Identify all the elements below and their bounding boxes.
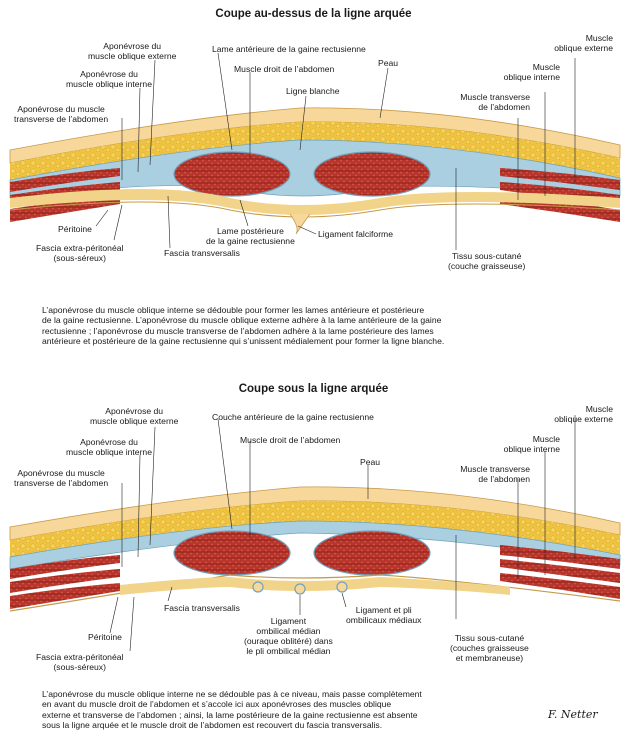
right-oblique-external-muscle [500,168,620,190]
top-label-fascia-transversalis: Fascia transversalis [164,248,240,258]
left-rectus-muscle [173,151,291,197]
right-oblique-internal-muscle [500,559,620,583]
left-transverse-muscle [10,583,120,609]
extraperitoneal-fat [10,189,620,215]
top-label-apo-oblique-interne: Aponévrose du muscle oblique interne [66,69,152,89]
top-label-ligament-falciforme: Ligament falciforme [318,229,393,239]
top-label-muscle-oblique-externe: Muscle oblique externe [554,33,613,53]
bottom-label-muscle-oblique-externe: Muscle oblique externe [554,404,613,424]
bottom-label-fascia-transversalis: Fascia transversalis [164,603,240,613]
left-rectus-muscle [173,530,291,576]
top-caption: L’aponévrose du muscle oblique interne s… [42,305,445,346]
bottom-panel-title: Coupe sous la ligne arquée [238,383,389,395]
bottom-label-tissu-sous-cutane: Tissu sous-cutané (couches graisseuse et… [450,633,529,663]
bottom-label-apo-oblique-interne: Aponévrose du muscle oblique interne [66,437,152,457]
top-cross-section [9,52,621,250]
top-panel-title: Coupe au-dessus de la ligne arquée [215,8,412,20]
top-label-apo-oblique-externe: Aponévrose du muscle oblique externe [88,41,177,61]
top-label-tissu-sous-cutane: Tissu sous-cutané (couche graisseuse) [448,251,526,271]
bottom-label-muscle-oblique-interne: Muscle oblique interne [503,434,560,454]
bottom-label-ligament-pli-ombilicaux: Ligament et pli ombilicaux médiaux [346,605,422,625]
medial-umbilical-ligament-left [252,581,264,593]
medial-umbilical-ligament-right [336,581,348,593]
bottom-label-fascia-extra-peritoneal: Fascia extra-péritonéal (sous-séreux) [36,652,124,672]
right-transverse-muscle [500,573,620,599]
left-oblique-external-muscle [10,168,120,192]
subcutaneous-fat [10,500,620,557]
median-umbilical-ligament [294,583,306,595]
left-oblique-internal-muscle [10,569,120,593]
top-label-lame-anterieure: Lame antérieure de la gaine rectusienne [212,44,366,54]
bottom-label-ligament-ombilical-median: Ligament ombilical médian (ouraque oblit… [244,616,333,656]
left-oblique-external-muscle [10,555,120,579]
bottom-label-muscle-transverse: Muscle transverse de l’abdomen [460,464,530,484]
subcutaneous-fat [10,121,620,180]
top-label-peau: Peau [378,58,399,68]
top-label-lame-posterieure: Lame postérieure de la gaine rectusienne [206,226,295,246]
right-oblique-external-muscle [500,545,620,569]
top-label-ligne-blanche: Ligne blanche [286,86,340,96]
bottom-label-apo-oblique-externe: Aponévrose du muscle oblique externe [90,406,179,426]
bottom-label-muscle-droit: Muscle droit de l’abdomen [240,435,341,445]
top-label-peritoine: Péritoine [58,224,92,234]
right-rectus-muscle [313,151,431,197]
falciform-ligament [289,213,311,235]
top-label-apo-transverse: Aponévrose du muscle transverse de l’abd… [14,104,109,124]
bottom-label-couche-anterieure: Couche antérieure de la gaine rectusienn… [212,412,374,422]
top-label-muscle-transverse: Muscle transverse de l’abdomen [460,92,530,112]
bottom-label-peritoine: Péritoine [88,632,122,642]
bottom-caption: L’aponévrose du muscle oblique interne n… [42,689,422,730]
top-label-muscle-droit: Muscle droit de l’abdomen [234,64,335,74]
extraperitoneal-fat [120,577,510,595]
top-label-fascia-extra-peritoneal: Fascia extra-péritonéal (sous-séreux) [36,243,124,263]
left-transverse-muscle [10,196,120,222]
artist-signature: F. Netter [548,708,598,721]
right-rectus-muscle [313,530,431,576]
top-label-muscle-oblique-interne: Muscle oblique interne [503,62,560,82]
bottom-label-peau: Peau [360,457,381,467]
bottom-label-apo-transverse: Aponévrose du muscle transverse de l’abd… [14,468,109,488]
bottom-cross-section [9,415,621,652]
